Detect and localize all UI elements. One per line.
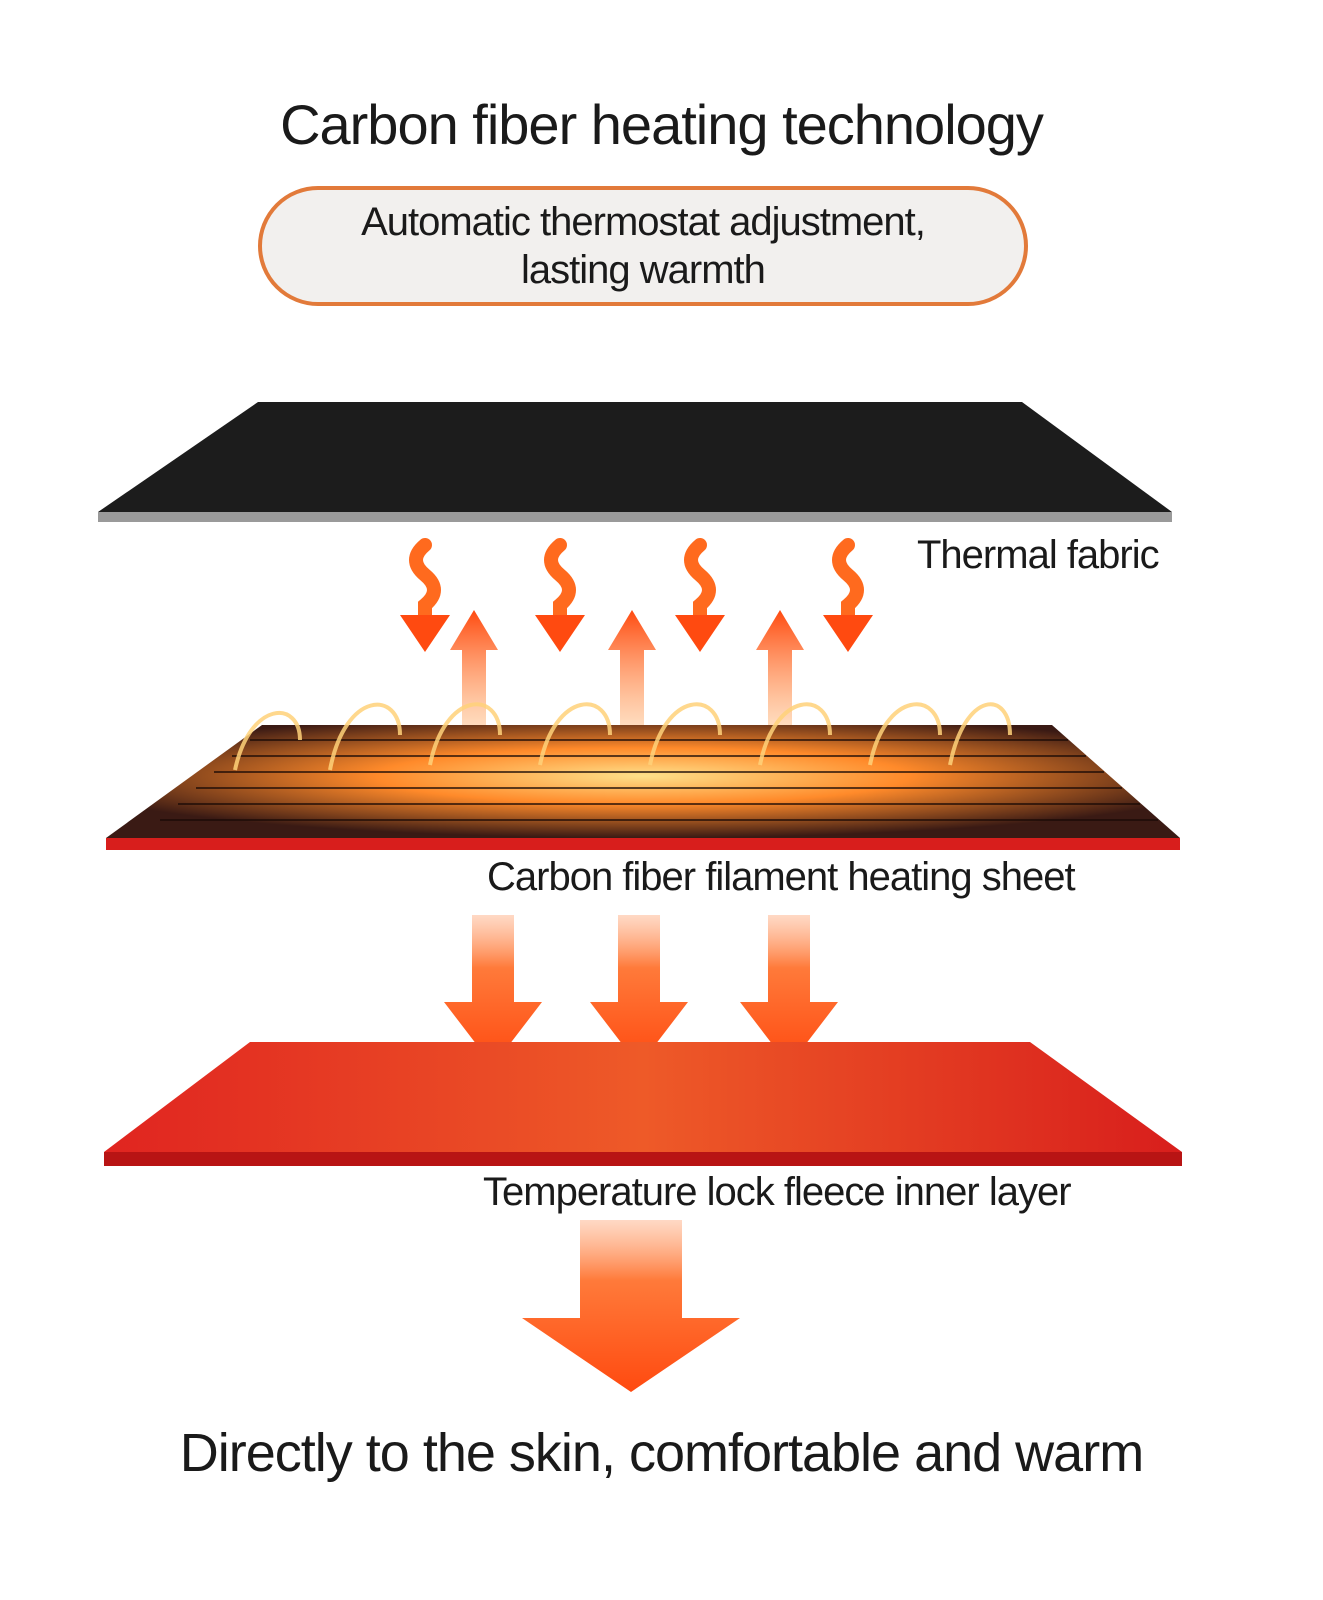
- heat-wave-arrows: [409, 538, 864, 627]
- page-title: Carbon fiber heating technology: [280, 93, 1044, 156]
- thermal-fabric-layer: [98, 402, 1172, 522]
- subtitle-badge: Automatic thermostat adjustment, lasting…: [258, 186, 1028, 306]
- fleece-layer: [104, 1042, 1182, 1166]
- label-thermal-fabric: Thermal fabric: [917, 533, 1160, 577]
- heat-wave-arrowheads: [400, 615, 873, 652]
- footer-caption: Directly to the skin, comfortable and wa…: [179, 1423, 1144, 1483]
- heat-down-arrows: [444, 915, 838, 1066]
- heating-sheet-layer: [106, 702, 1180, 850]
- reflect-up-arrows: [450, 610, 804, 740]
- label-fleece-layer: Temperature lock fleece inner layer: [483, 1170, 1072, 1214]
- subtitle-line-1: Automatic thermostat adjustment,: [361, 200, 926, 244]
- skin-arrow: [522, 1220, 740, 1392]
- label-heating-sheet: Carbon fiber filament heating sheet: [487, 855, 1076, 899]
- subtitle-line-2: lasting warmth: [521, 248, 766, 292]
